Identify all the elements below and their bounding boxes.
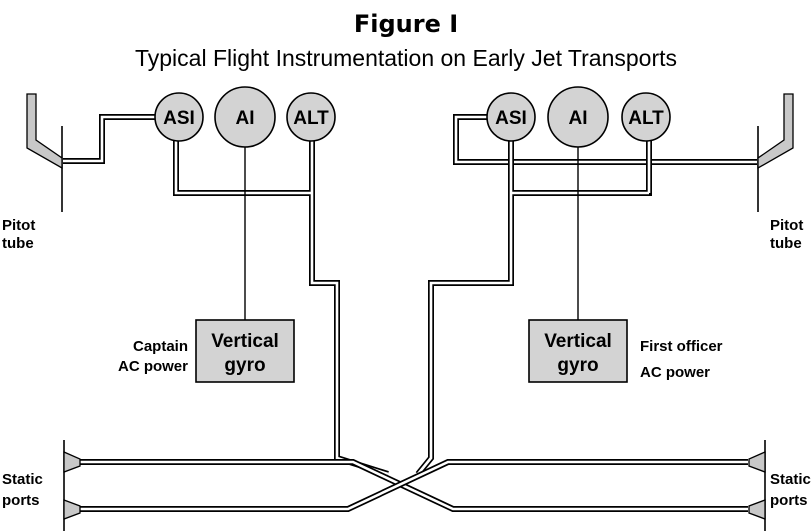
pitot-label-right-line2: tube bbox=[770, 235, 802, 252]
gyro-label-line2: gyro bbox=[557, 355, 598, 376]
gyro-box bbox=[528, 319, 628, 383]
captain-instruments: ASI AI ALT bbox=[154, 86, 336, 148]
static-label-right-line2: ports bbox=[770, 492, 808, 509]
first-officer-instruments: ASI AI ALT bbox=[486, 86, 671, 148]
static-label-right-line1: Static bbox=[770, 471, 811, 488]
pitot-static-plumbing bbox=[63, 114, 757, 512]
alt-label: ALT bbox=[293, 108, 329, 129]
static-port-icon bbox=[63, 451, 81, 473]
gyro-label-line1: Vertical bbox=[544, 331, 612, 352]
alt-gauge bbox=[621, 92, 671, 142]
static-label-left-line1: Static bbox=[2, 471, 43, 488]
static-port-icon bbox=[748, 499, 766, 520]
asi-gauge bbox=[486, 92, 536, 142]
first-officer-vertical-gyro: Vertical gyro bbox=[528, 319, 628, 383]
static-ports-right bbox=[748, 440, 766, 531]
captain-vertical-gyro: Vertical gyro bbox=[195, 319, 295, 383]
first-officer-power-label-line1: First officer bbox=[640, 338, 723, 355]
pitot-tube-icon bbox=[757, 93, 794, 170]
figure-subtitle: Typical Flight Instrumentation on Early … bbox=[135, 45, 677, 71]
asi-label: ASI bbox=[495, 108, 527, 129]
ai-gauge bbox=[547, 86, 609, 148]
ai-label: AI bbox=[569, 108, 588, 129]
ai-label: AI bbox=[236, 108, 255, 129]
asi-label: ASI bbox=[163, 108, 195, 129]
alt-gauge bbox=[286, 92, 336, 142]
pitot-label-left-line2: tube bbox=[2, 235, 34, 252]
pitot-tube-right bbox=[757, 93, 794, 212]
static-label-left-line2: ports bbox=[2, 492, 40, 509]
ai-gauge bbox=[214, 86, 276, 148]
figure-title: Figure I bbox=[354, 10, 458, 38]
static-ports-left bbox=[63, 440, 81, 531]
static-port-icon bbox=[63, 499, 81, 520]
gyro-label-line1: Vertical bbox=[211, 331, 279, 352]
pitot-tube-icon bbox=[26, 93, 63, 170]
alt-label: ALT bbox=[628, 108, 664, 129]
gyro-box bbox=[195, 319, 295, 383]
captain-power-label-line1: Captain bbox=[133, 338, 188, 355]
static-port-icon bbox=[748, 451, 766, 473]
captain-power-label-line2: AC power bbox=[118, 358, 188, 375]
pitot-label-left-line1: Pitot bbox=[2, 217, 35, 234]
pitot-label-right-line1: Pitot bbox=[770, 217, 803, 234]
first-officer-power-label-line2: AC power bbox=[640, 364, 710, 381]
pitot-tube-left bbox=[26, 93, 63, 212]
asi-gauge bbox=[154, 92, 204, 142]
gyro-label-line2: gyro bbox=[224, 355, 265, 376]
